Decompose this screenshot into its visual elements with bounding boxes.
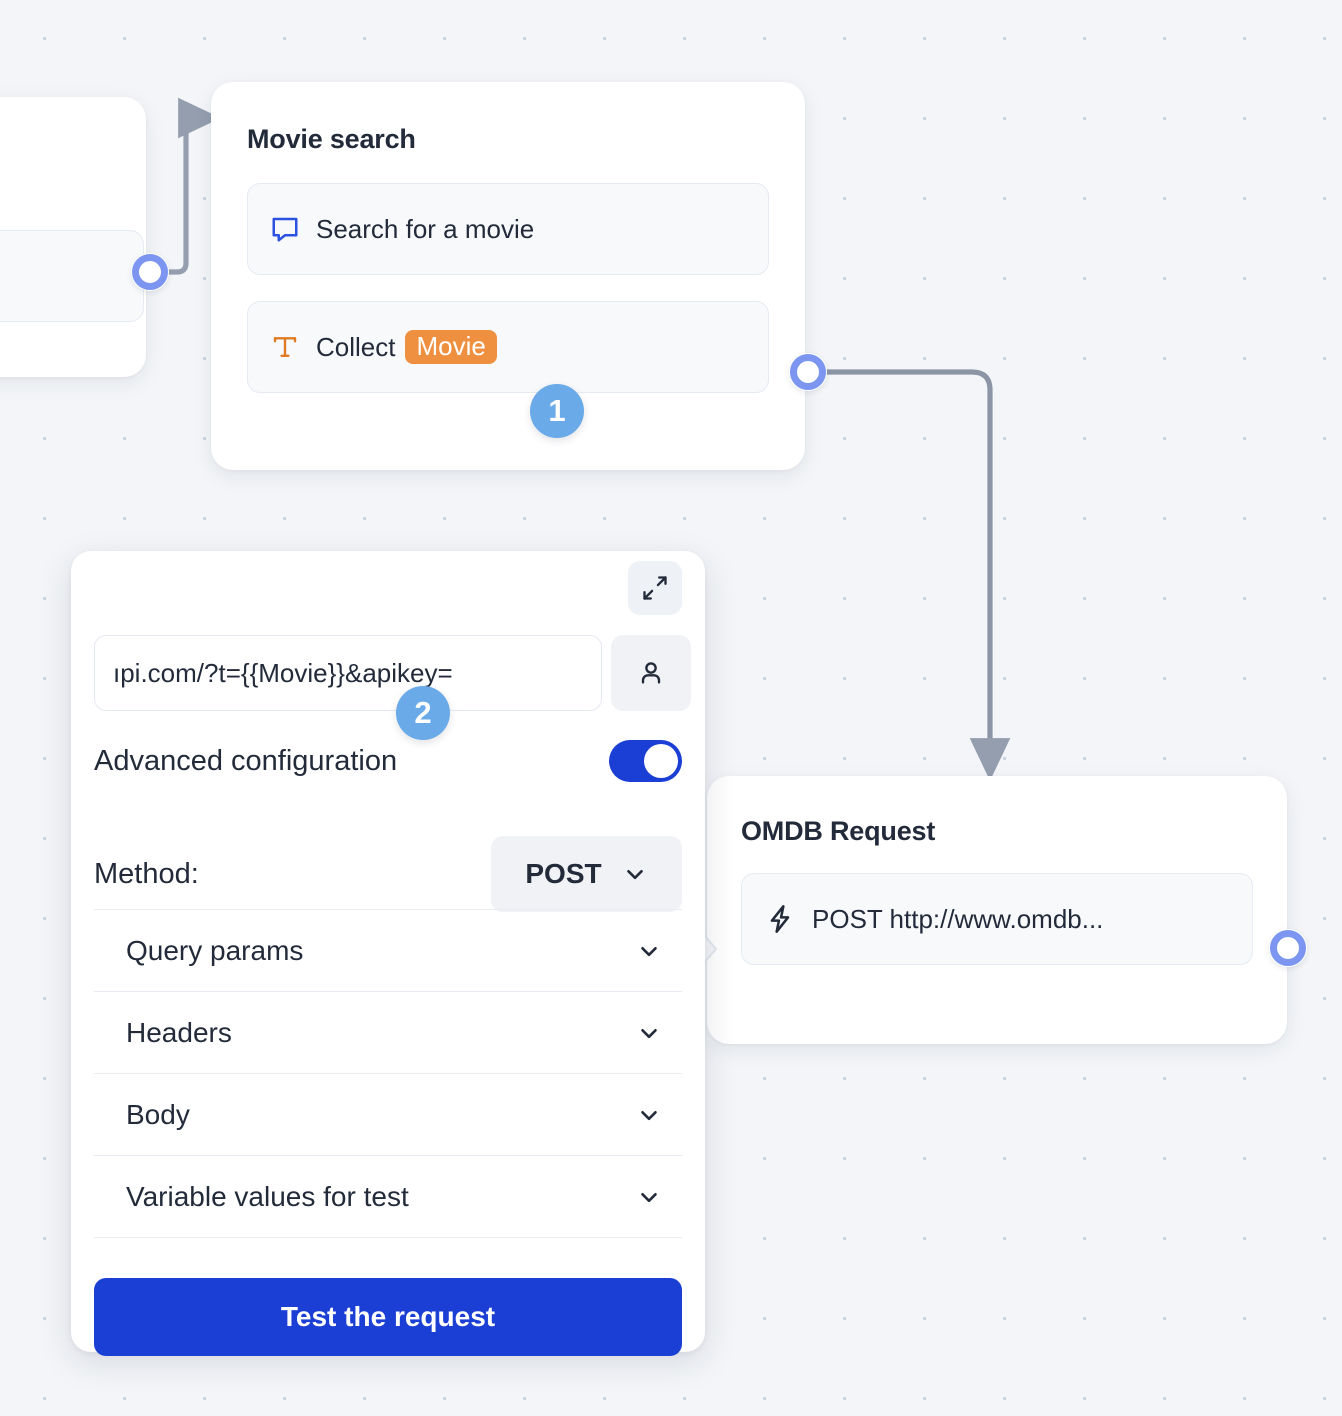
accordion-list: Query params Headers Body Variable value… [94,909,682,1238]
accordion-label: Variable values for test [126,1180,409,1212]
method-select[interactable]: POST [491,836,682,912]
person-icon-button[interactable] [611,635,691,711]
omdb-request-node-card[interactable]: OMDB Request POST http://www.omdb... [707,776,1287,1044]
advanced-configuration-label: Advanced configuration [94,744,398,777]
chevron-down-icon [641,1192,657,1202]
expand-icon [643,576,667,600]
omdb-request-title: OMDB Request [741,816,936,846]
previous-node-output-port[interactable] [131,253,169,291]
chevron-down-icon [641,946,657,956]
accordion-item-query-params[interactable]: Query params [94,910,682,992]
accordion-item-variable-values-for-test[interactable]: Variable values for test [94,1156,682,1238]
lightning-icon [764,903,796,935]
step-badge-1: 1 [530,384,584,438]
text-type-icon [270,332,300,362]
accordion-item-headers[interactable]: Headers [94,992,682,1074]
node-row-label: Collect Movie [316,330,497,364]
request-configuration-panel[interactable]: ıpi.com/?t={{Movie}}&apikey= Advanced co… [71,551,705,1356]
person-icon [641,662,661,684]
advanced-configuration-toggle[interactable] [609,740,682,782]
method-row: Method: POST [94,836,682,912]
node-row-collect-movie[interactable]: Collect Movie [247,301,769,393]
chevron-down-icon [626,869,643,880]
accordion-label: Body [126,1098,190,1130]
expand-icon-button[interactable] [628,561,682,615]
node-row-search-for-a-movie[interactable]: Search for a movie [247,183,769,275]
step-badge-2: 2 [396,686,450,740]
variable-badge-movie[interactable]: Movie [405,330,497,364]
node-row-post-request[interactable]: POST http://www.omdb... [741,873,1253,965]
previous-node-card[interactable] [0,97,146,377]
chevron-down-icon [641,1110,657,1120]
advanced-configuration-row: Advanced configuration [94,740,682,782]
test-the-request-button[interactable]: Test the request [94,1278,682,1356]
method-label: Method: [94,857,199,890]
method-value: POST [525,858,602,889]
movie-search-node-card[interactable]: Movie search Search for a movie Collect … [211,82,805,470]
omdb-request-output-port[interactable] [1269,929,1307,967]
url-input[interactable]: ıpi.com/?t={{Movie}}&apikey= [94,635,602,711]
movie-search-output-port[interactable] [789,353,827,391]
chevron-down-icon [641,1028,657,1038]
message-icon [270,214,300,244]
movie-search-title: Movie search [247,124,416,154]
node-row-label-text: Collect [316,331,396,362]
url-row: ıpi.com/?t={{Movie}}&apikey= [94,635,691,711]
previous-node-row[interactable] [0,230,144,322]
accordion-item-body[interactable]: Body [94,1074,682,1156]
node-row-label: Search for a movie [316,213,535,244]
node-row-label: POST http://www.omdb... [812,903,1104,934]
accordion-label: Headers [126,1016,232,1048]
accordion-label: Query params [126,934,304,966]
